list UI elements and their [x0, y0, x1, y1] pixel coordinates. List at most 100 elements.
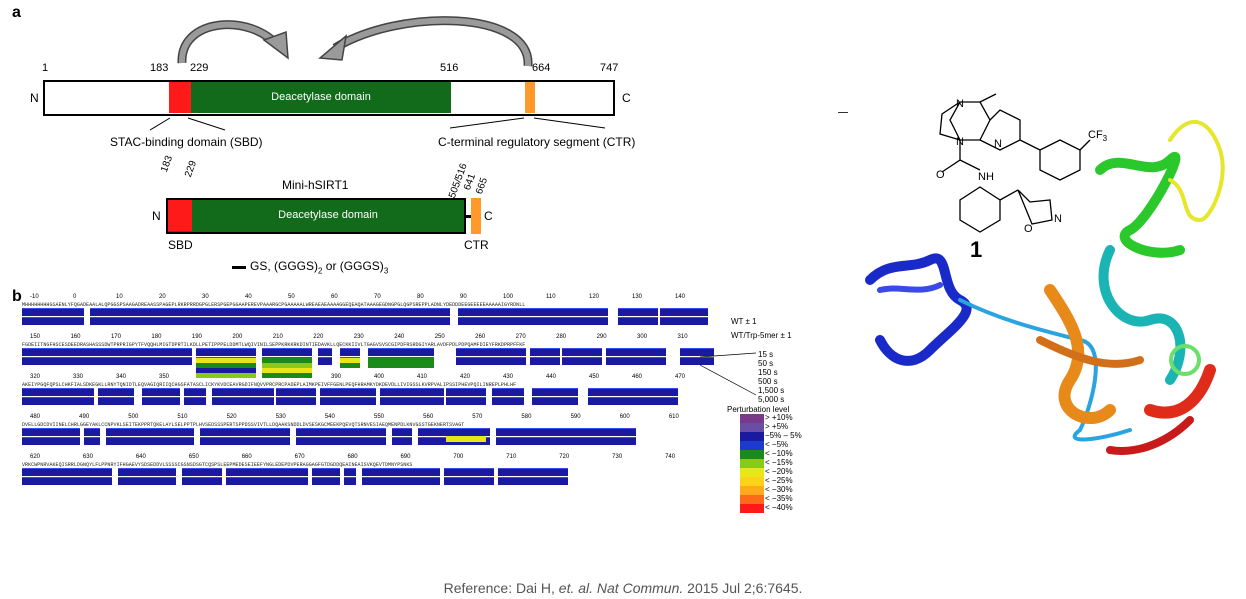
coverage-peptide-bar — [212, 388, 274, 396]
residue-tick: 40 — [245, 294, 252, 300]
legend-label: < −5% — [765, 440, 789, 449]
coverage-peptide-bar — [320, 388, 376, 396]
residue-tick: 190 — [191, 334, 202, 340]
coverage-peptide-bar — [492, 397, 524, 405]
arrow-left-head — [262, 30, 289, 60]
residue-tick: 340 — [116, 374, 127, 380]
residue-tick: -10 — [30, 294, 39, 300]
residue-tick: 310 — [677, 334, 688, 340]
perturbation-bar — [446, 436, 486, 442]
residue-tick: 610 — [668, 414, 679, 420]
coverage-peptide-bar — [22, 437, 80, 445]
time-50s: 50 s — [758, 359, 774, 368]
cf3-label: CF3 — [1088, 129, 1108, 143]
perturbation-bar — [262, 363, 312, 368]
legend-label: > +10% — [765, 413, 793, 422]
coverage-peptide-bar — [196, 348, 256, 356]
perturbation-bar — [196, 373, 256, 378]
residue-tick: 170 — [110, 334, 121, 340]
coverage-peptide-bar — [368, 348, 434, 356]
coverage-peptide-bar — [120, 308, 450, 316]
teal-region — [1098, 245, 1186, 385]
coverage-peptide-bar — [340, 348, 360, 356]
residue-tick: 720 — [559, 454, 570, 460]
residue-tick: 280 — [556, 334, 567, 340]
residue-tick: 490 — [79, 414, 90, 420]
residue-tick: 390 — [331, 374, 342, 380]
sirt1-full-bar: Deacetylase domain — [43, 80, 615, 116]
coverage-peptide-bar — [296, 428, 386, 436]
compound-number: 1 — [970, 237, 982, 262]
coverage-peptide-bar — [498, 477, 568, 485]
mini-linker — [466, 215, 472, 218]
coverage-peptide-bar — [22, 388, 94, 396]
coverage-peptide-bar — [296, 437, 386, 445]
residue-tick: 460 — [632, 374, 643, 380]
perturbation-bar — [196, 358, 256, 363]
atom-n3: N — [994, 138, 1002, 150]
coverage-peptide-bar — [226, 477, 308, 485]
legend-label: < −10% — [765, 449, 793, 458]
coverage-peptide-bar — [318, 357, 332, 365]
coverage-peptide-bar — [118, 468, 176, 476]
residue-tick: 240 — [394, 334, 405, 340]
residue-tick: 50 — [288, 294, 295, 300]
legend-label: > +5% — [765, 422, 789, 431]
residue-tick: 500 — [128, 414, 139, 420]
panel-b-letter: b — [12, 288, 22, 305]
residue-tick: 120 — [589, 294, 600, 300]
residue-tick: 320 — [30, 374, 41, 380]
pos-1: 1 — [42, 62, 49, 74]
residue-tick: 730 — [612, 454, 623, 460]
coverage-peptide-bar — [418, 428, 490, 436]
coverage-peptide-bar — [22, 468, 112, 476]
legend-swatch — [740, 450, 764, 459]
ctr-caption: C-terminal regulatory segment (CTR) — [438, 135, 636, 149]
residue-tick: 640 — [135, 454, 146, 460]
legend-label: < −40% — [765, 503, 793, 512]
mini-sbd-segment — [168, 200, 192, 231]
residue-tick: 510 — [177, 414, 188, 420]
legend-swatch — [740, 477, 764, 486]
residue-tick: 210 — [272, 334, 283, 340]
coverage-peptide-bar — [200, 437, 290, 445]
residue-tick: 450 — [589, 374, 600, 380]
pos-747: 747 — [600, 62, 619, 74]
coverage-peptide-bar — [318, 348, 332, 356]
perturbation-bar — [262, 373, 312, 378]
coverage-peptide-bar — [660, 308, 708, 316]
coverage-peptide-bar — [320, 397, 376, 405]
residue-tick: 0 — [73, 294, 77, 300]
residue-tick: 20 — [159, 294, 166, 300]
coverage-peptide-bar — [446, 388, 486, 396]
pos-183: 183 — [150, 62, 169, 74]
mini-ctr-label: CTR — [464, 238, 489, 252]
coverage-peptide-bar — [106, 437, 194, 445]
mini-sbd-label: SBD — [168, 238, 193, 252]
residue-tick: 10 — [116, 294, 123, 300]
yellow-loop — [1168, 119, 1225, 223]
coverage-peptide-bar — [84, 428, 100, 436]
atom-n4: N — [1054, 213, 1062, 225]
legend-swatch — [740, 432, 764, 441]
pos-516: 516 — [440, 62, 459, 74]
atom-n1: N — [956, 98, 964, 110]
residue-tick: 690 — [400, 454, 411, 460]
coverage-peptide-bar — [184, 388, 206, 396]
residue-tick: 180 — [151, 334, 162, 340]
residue-tick: 430 — [503, 374, 514, 380]
coverage-peptide-bar — [618, 308, 658, 316]
residue-tick: 650 — [188, 454, 199, 460]
residue-tick: 580 — [521, 414, 532, 420]
coverage-peptide-bar — [22, 357, 192, 365]
coverage-peptide-bar — [456, 348, 526, 356]
c-terminus-label: C — [622, 91, 631, 105]
sbd-caption: STAC-binding domain (SBD) — [110, 135, 263, 149]
residue-tick: 270 — [515, 334, 526, 340]
time-15s: 15 s — [758, 350, 774, 359]
residue-tick: 480 — [30, 414, 41, 420]
legend-swatch — [740, 423, 764, 432]
coverage-peptide-bar — [680, 357, 714, 365]
coverage-peptide-bar — [420, 397, 444, 405]
small-dash — [838, 112, 848, 113]
